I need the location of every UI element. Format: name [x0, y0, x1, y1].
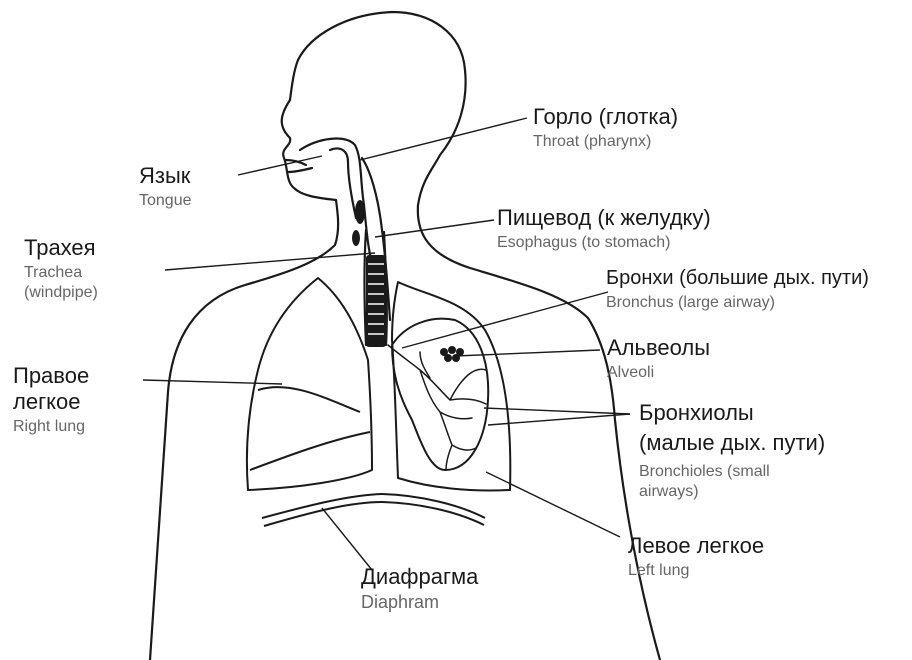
label-alveoli: Альвеолы Alveoli: [607, 335, 710, 383]
pharynx-inner: [330, 149, 356, 219]
right-lung-ru-line2: легкое: [13, 389, 89, 415]
leader-line-alveoli: [455, 350, 600, 356]
left-lung-outline: [392, 282, 510, 491]
label-trachea: Трахея Trachea (windpipe): [24, 235, 98, 303]
right-lung-ru-line1: Правое: [13, 363, 89, 389]
tongue-ru: Язык: [139, 163, 192, 189]
throat-en: Throat (pharynx): [533, 132, 678, 152]
trachea-en-line2: (windpipe): [24, 283, 98, 303]
leader-line-diaphragm: [322, 508, 372, 570]
alveoli-en: Alveoli: [607, 363, 710, 383]
label-bronchioles: Бронхиолы (малые дых. пути) Bronchioles …: [639, 400, 825, 502]
right-lung-fissure: [250, 432, 370, 470]
alveoli-cluster: [448, 346, 456, 354]
larynx-cartilage: [352, 230, 360, 246]
trachea-en-line1: Trachea: [24, 263, 98, 283]
esophagus-en: Esophagus (to stomach): [497, 233, 711, 253]
alveoli-ru: Альвеолы: [607, 335, 710, 361]
tongue-en: Tongue: [139, 191, 192, 211]
leader-line-throat: [360, 118, 527, 160]
bronchus-ru: Бронхи (большие дых. пути): [606, 265, 869, 291]
right-lung-en: Right lung: [13, 417, 89, 437]
trachea-ru: Трахея: [24, 235, 98, 261]
leader-line-right-lung: [143, 380, 282, 384]
label-right-lung: Правое легкое Right lung: [13, 363, 89, 437]
esophagus-ru: Пищевод (к желудку): [497, 205, 711, 231]
trachea-left: [365, 230, 367, 345]
diaphragm-en: Diaphram: [361, 592, 478, 612]
leader-line-trachea: [165, 253, 375, 270]
diaphragm-ru: Диафрагма: [361, 564, 478, 590]
larynx-cartilage: [355, 200, 365, 224]
leader-line-esophagus: [375, 220, 494, 237]
label-bronchus: Бронхи (большие дых. пути) Bronchus (lar…: [606, 265, 869, 313]
right-lung-fissure: [258, 387, 360, 412]
mouth-line: [288, 168, 312, 172]
label-diaphragm: Диафрагма Diaphram: [361, 564, 478, 612]
leader-line-tongue: [238, 156, 322, 175]
label-left-lung: Левое легкое Left lung: [628, 533, 764, 581]
left-lung-en: Left lung: [628, 561, 764, 581]
leader-line-left-lung: [486, 472, 620, 537]
bronchial-tree: [388, 345, 486, 470]
label-tongue: Язык Tongue: [139, 163, 192, 211]
label-esophagus: Пищевод (к желудку) Esophagus (to stomac…: [497, 205, 711, 253]
left-lung-cutaway: [392, 319, 488, 470]
bronchioles-ru-line2: (малые дых. пути): [639, 430, 825, 456]
label-throat: Горло (глотка) Throat (pharynx): [533, 104, 678, 152]
left-lung-ru: Левое легкое: [628, 533, 764, 559]
bronchus-en: Bronchus (large airway): [606, 293, 869, 313]
bronchioles-en-line1: Bronchioles (small: [639, 462, 825, 482]
alveoli-cluster: [444, 354, 452, 362]
bronchioles-ru-line1: Бронхиолы: [639, 400, 825, 426]
diaphragm-outer: [262, 494, 485, 518]
throat-ru: Горло (глотка): [533, 104, 678, 130]
leader-line-bronchioles: [484, 408, 630, 414]
bronchioles-en-line2: airways): [639, 482, 825, 502]
